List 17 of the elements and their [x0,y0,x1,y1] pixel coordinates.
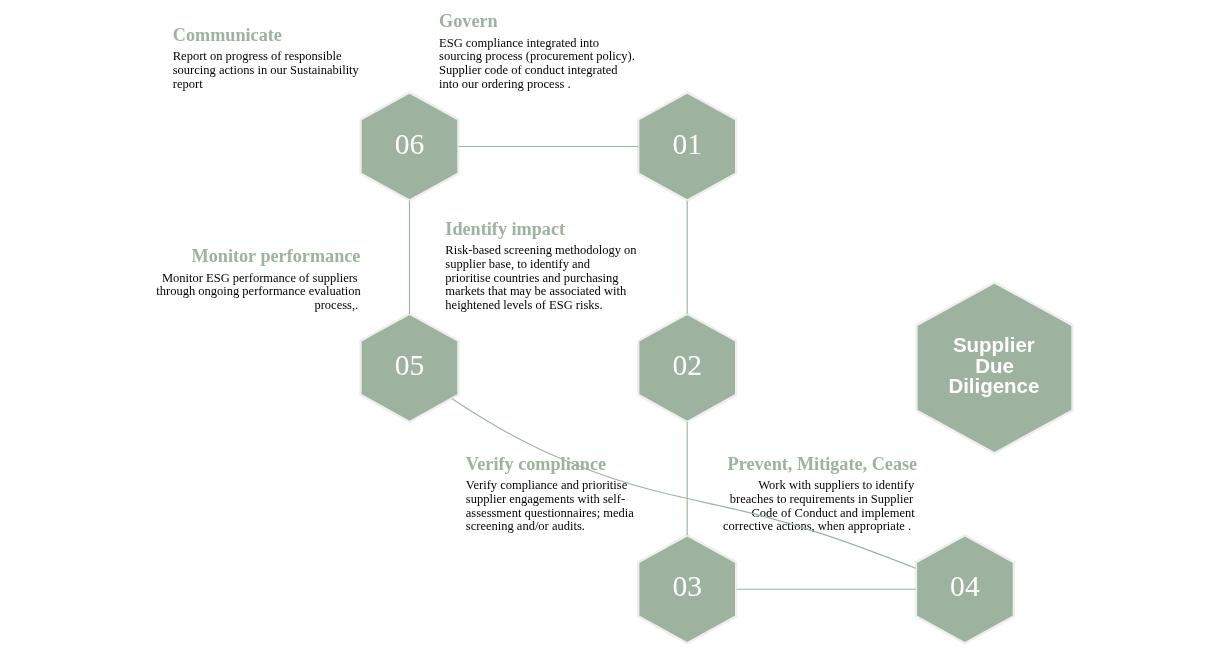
node-label: Risk-based screening methodology on supplier base, to identify and prioritise countries and purchasing markets that may be associated with heightened levels of ESG risks. [445,243,637,312]
node-label: Govern [439,11,498,32]
connector [686,421,688,536]
node-label: Monitor ESG performance of suppliers through ongoing performance evaluation process,. [156,270,361,312]
node-label: Prevent, Mitigate, Cease [727,454,918,475]
node-label: Report on progress of responsible sourcing actions in our Sustainability report [172,49,359,91]
connector [458,145,639,148]
connector [735,588,917,590]
connector [451,398,917,569]
node-label: Monitor performance [191,246,361,267]
node-label: Verify compliance and prioritise supplier engagements with self-assessment questionnaires; media screening and/or audits. [465,478,634,534]
node-label: ESG compliance integrated into sourcing process (procurement policy). Supplier code of conduct integrated into our ordering process . [439,35,635,91]
node-label: Communicate [172,24,282,45]
node-label: Identify impact [445,219,566,240]
connector [408,200,411,315]
connector [686,200,688,315]
node-label: Work with suppliers to identify breaches to requirements in Supplier Code of Conduct and implement corrective actions, when appropriate . [723,478,915,534]
